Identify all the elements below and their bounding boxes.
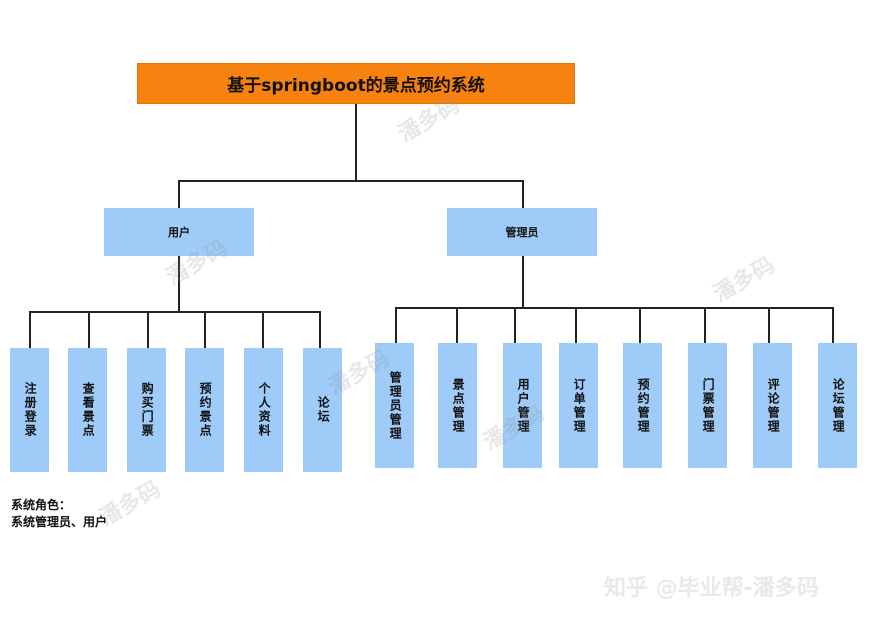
admin-leaf-drop-7	[768, 307, 770, 343]
user-hbar	[29, 311, 320, 313]
root-connector	[355, 104, 357, 181]
admin-function-node: 管理员管理	[375, 343, 414, 468]
admin-function-node: 订单管理	[559, 343, 598, 468]
admin-connector	[522, 256, 524, 308]
user-function-node: 查看景点	[68, 348, 107, 472]
admin-function-label: 预约管理	[636, 377, 651, 434]
system-title-node: 基于springboot的景点预约系统	[137, 63, 575, 104]
user-leaf-drop-1	[29, 311, 31, 348]
roles-note-heading: 系统角色：	[11, 498, 72, 512]
admin-function-node: 预约管理	[623, 343, 662, 468]
user-leaf-drop-2	[88, 311, 90, 348]
user-function-label: 论坛	[316, 396, 331, 424]
user-function-node: 购买门票	[127, 348, 166, 472]
user-leaf-drop-3	[147, 311, 149, 348]
admin-function-node: 门票管理	[688, 343, 727, 468]
admin-leaf-drop-4	[575, 307, 577, 343]
user-role-label: 用户	[168, 226, 190, 239]
admin-leaf-drop-5	[639, 307, 641, 343]
admin-leaf-drop-2	[456, 307, 458, 343]
admin-role-node: 管理员	[447, 208, 597, 256]
admin-function-node: 评论管理	[753, 343, 792, 468]
admin-function-label: 管理员管理	[388, 370, 403, 441]
admin-function-label: 门票管理	[701, 377, 716, 434]
user-function-node: 注册登录	[10, 348, 49, 472]
user-function-label: 注册登录	[23, 382, 38, 438]
zhihu-brand-watermark: 知乎 @毕业帮-潘多码	[604, 576, 819, 601]
watermark: 潘多码	[709, 252, 780, 308]
admin-leaf-drop-8	[832, 307, 834, 343]
user-leaf-drop-6	[319, 311, 321, 348]
admin-hbar	[395, 307, 833, 309]
role-hbar	[178, 180, 524, 182]
user-function-label: 个人资料	[257, 382, 272, 438]
admin-function-node: 论坛管理	[818, 343, 857, 468]
admin-function-node: 用户管理	[503, 343, 542, 468]
user-function-label: 预约景点	[198, 382, 213, 438]
admin-leaf-drop-3	[514, 307, 516, 343]
user-function-node: 预约景点	[185, 348, 224, 472]
admin-function-node: 景点管理	[438, 343, 477, 468]
admin-role-drop	[522, 180, 524, 208]
user-role-drop	[178, 180, 180, 208]
user-role-node: 用户	[104, 208, 254, 256]
user-function-node: 个人资料	[244, 348, 283, 472]
admin-function-label: 订单管理	[572, 377, 587, 434]
user-function-node: 论坛	[303, 348, 342, 472]
user-leaf-drop-4	[204, 311, 206, 348]
admin-function-label: 评论管理	[766, 377, 781, 434]
user-function-label: 购买门票	[140, 382, 155, 438]
admin-leaf-drop-1	[395, 307, 397, 343]
admin-function-label: 论坛管理	[831, 377, 846, 434]
user-leaf-drop-5	[262, 311, 264, 348]
user-connector	[178, 256, 180, 312]
admin-leaf-drop-6	[704, 307, 706, 343]
admin-function-label: 景点管理	[451, 377, 466, 434]
roles-note-body: 系统管理员、用户	[11, 515, 108, 529]
watermark: 潘多码	[95, 476, 166, 532]
admin-function-label: 用户管理	[516, 377, 531, 434]
user-function-label: 查看景点	[81, 382, 96, 438]
system-title: 基于springboot的景点预约系统	[227, 76, 485, 96]
admin-role-label: 管理员	[505, 226, 539, 239]
